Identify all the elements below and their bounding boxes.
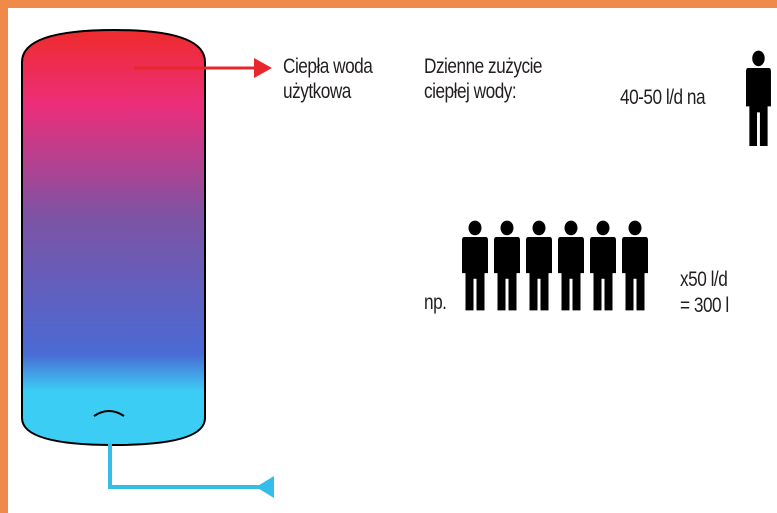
hot-water-arrow-icon xyxy=(134,58,272,78)
daily-usage-label-line1: Dzienne zużycie xyxy=(424,55,543,78)
tank-inlet-baffle xyxy=(93,410,125,417)
example-calc-line1: x50 l/d xyxy=(680,268,728,291)
hot-water-label-line1: Ciepła woda xyxy=(283,55,373,78)
person-icon xyxy=(558,220,584,311)
person-icon xyxy=(462,220,488,311)
hot-water-label-line2: użytkowa xyxy=(283,80,351,103)
example-prefix: np. xyxy=(424,291,447,314)
person-icon xyxy=(622,220,648,311)
per-person-usage: 40-50 l/d na xyxy=(620,86,706,109)
person-icon xyxy=(494,220,520,311)
people-group xyxy=(462,220,648,311)
hot-water-tank xyxy=(21,28,206,447)
daily-usage-label-line2: ciepłej wody: xyxy=(424,80,517,103)
person-icon xyxy=(746,50,771,146)
cold-water-inlet-icon xyxy=(108,444,274,498)
person-icon xyxy=(590,220,616,311)
frame-top-border xyxy=(0,0,777,8)
frame-left-border xyxy=(0,0,8,513)
person-icon xyxy=(526,220,552,311)
example-calc-line2: = 300 l xyxy=(680,294,729,317)
